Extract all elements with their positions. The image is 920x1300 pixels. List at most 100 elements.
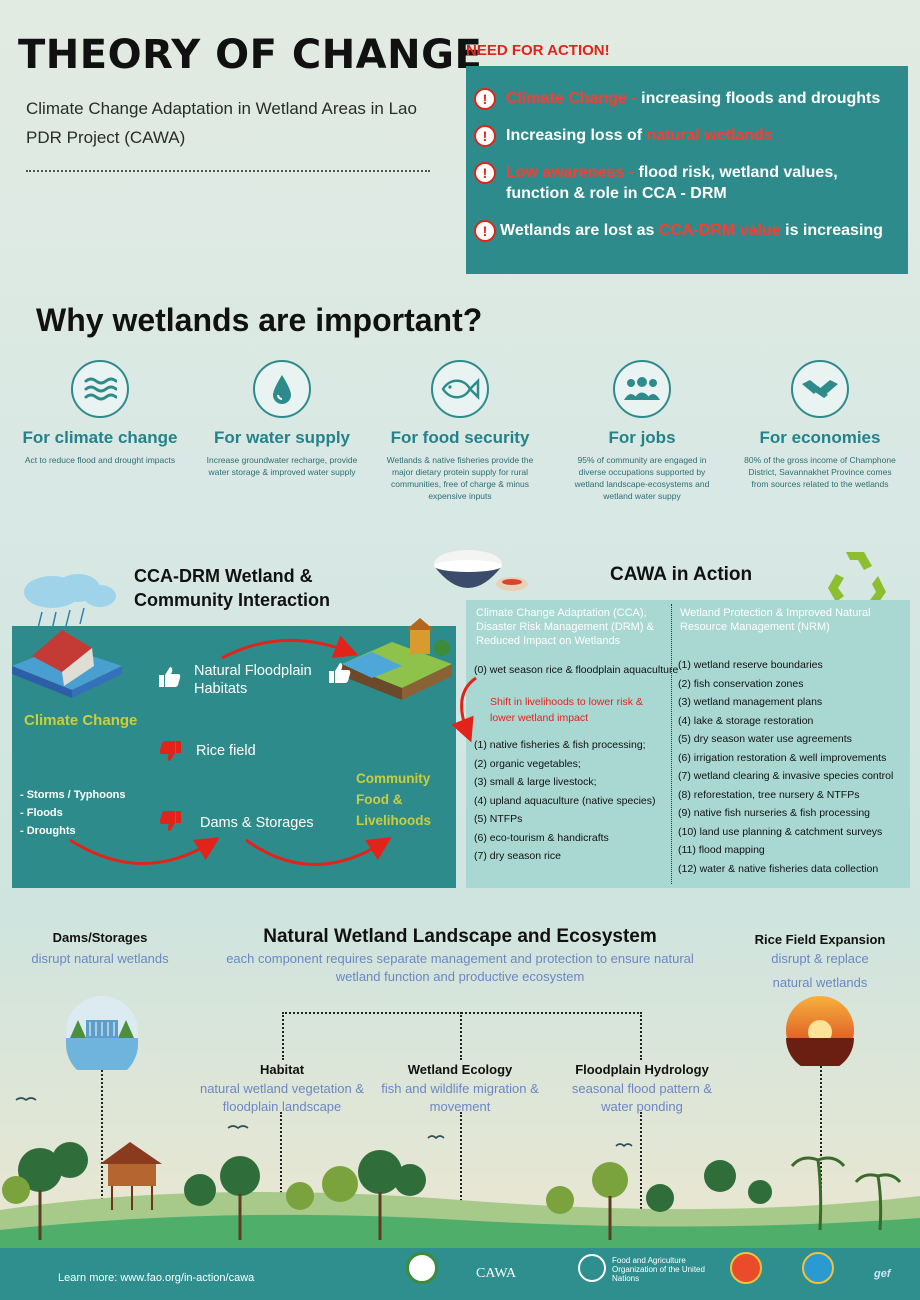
need-item-text: increasing floods and droughts: [641, 90, 881, 107]
recycle-icon: [828, 552, 886, 606]
cca-title: CCA-DRM Wetland & Community Interaction: [134, 566, 331, 610]
hazards-list: - Storms / Typhoons - Floods - Droughts: [20, 786, 126, 840]
thumbs-down-icon: [159, 741, 181, 761]
cawa-left-heading: Climate Change Adaptation (CCA), Disaste…: [476, 607, 654, 647]
cawa-right-item: (4) lake & storage restoration: [678, 714, 814, 727]
why-item-jobs: For jobs 95% of community are engaged in…: [552, 360, 732, 502]
cawa-right-item: (5) dry season water use agreements: [678, 733, 852, 745]
why-heading: For climate change: [22, 428, 178, 447]
why-description: Wetlands & native fisheries provide the …: [386, 455, 534, 501]
cawa-right-item: (7) wetland clearing & invasive species …: [678, 770, 894, 782]
why-heading: For food security: [390, 428, 530, 447]
need-item-text: flood risk, wetland values, function & r…: [506, 164, 838, 202]
dotted-divider: [26, 170, 430, 172]
cawa-right-heading: Wetland Protection & Improved Natural Re…: [680, 607, 871, 633]
page-subtitle: Climate Change Adaptation in Wetland Are…: [26, 99, 417, 147]
hazard-item: - Storms / Typhoons: [20, 789, 126, 801]
lao-emblem-logo: [730, 1252, 762, 1284]
cawa-column-divider: [671, 604, 672, 884]
cawa-right-list: (1) wetland reserve boundaries (2) fish …: [678, 656, 893, 878]
dams-heading: Dams/Storages: [52, 930, 148, 945]
why-item-food: For food security Wetlands & native fish…: [370, 360, 550, 502]
people-icon: [613, 360, 671, 418]
learn-more-link[interactable]: Learn more: www.fao.org/in-action/cawa: [58, 1272, 255, 1284]
hydrology-heading: Floodplain Hydrology: [575, 1062, 709, 1077]
why-item-climate: For climate change Act to reduce flood a…: [10, 360, 190, 466]
thumbs-up-icon: [159, 667, 181, 687]
ecology-heading: Wetland Ecology: [407, 1062, 513, 1077]
cawa-right-item: (3) wetland management plans: [678, 696, 823, 708]
cca-panel: Climate Change - Storms / Typhoons - Flo…: [12, 618, 456, 888]
why-heading: For jobs: [608, 428, 676, 447]
why-description: 80% of the gross income of Champhone Dis…: [744, 455, 896, 489]
cawa-left-item: (3) small & large livestock;: [474, 776, 597, 788]
need-item: ! Climate Change - increasing floods and…: [474, 88, 880, 110]
community-label: Community Food & Livelihoods: [356, 771, 432, 828]
fao-logo: [578, 1254, 606, 1282]
alert-icon: !: [474, 88, 496, 110]
why-heading: For economies: [759, 428, 881, 447]
cawa-title: CAWA in Action: [610, 564, 753, 585]
rice-field-label: Rice field: [196, 743, 256, 759]
need-for-action-box: ! Climate Change - increasing floods and…: [466, 66, 908, 274]
cawa-left-item: (6) eco-tourism & handicrafts: [474, 831, 609, 844]
landscape-title: Natural Wetland Landscape and Ecosystem: [263, 926, 657, 947]
floodplain-illustration: [342, 618, 452, 700]
need-item: ! Increasing loss of natural wetlands: [474, 125, 773, 147]
dams-connector: [101, 1070, 103, 1220]
why-description: Increase groundwater recharge, provide w…: [206, 455, 358, 477]
cawa-left-item: (2) organic vegetables;: [474, 757, 581, 770]
why-title: Why wetlands are important?: [36, 302, 483, 338]
shift-arrow: [452, 676, 477, 743]
landscape-subtitle: each component requires separate managem…: [226, 951, 694, 984]
habitat-subtext: natural wetland vegetation & floodplain …: [199, 1081, 365, 1114]
components-connector: [282, 1012, 642, 1060]
gef-logo: gef: [874, 1268, 891, 1280]
dams-label: Dams & Storages: [200, 815, 314, 831]
handshake-icon: [791, 360, 849, 418]
cawa-left-item-zero: (0) wet season rice & floodplain aquacul…: [474, 664, 679, 676]
cawa-right-item: (9) native fish nurseries & fish process…: [678, 807, 870, 819]
rice-expansion-heading: Rice Field Expansion: [754, 932, 886, 947]
need-item-highlight: Low awareness -: [506, 164, 639, 181]
cawa-right-item: (8) reforestation, tree nursery & NTFPs: [678, 788, 860, 801]
cawa-panel: Climate Change Adaptation (CCA), Disaste…: [452, 600, 910, 888]
need-item-text: Wetlands are lost as: [500, 222, 659, 239]
cawa-right-item: (2) fish conservation zones: [678, 677, 804, 690]
rice-expansion-subtext: natural wetlands: [772, 975, 868, 990]
rice-expansion-subtext: disrupt & replace: [771, 951, 869, 966]
cawa-right-item: (10) land use planning & catchment surve…: [678, 825, 883, 838]
why-heading: For water supply: [213, 428, 351, 447]
flooded-house-illustration: [12, 630, 122, 698]
habitat-heading: Habitat: [259, 1062, 305, 1077]
cawa-left-list: (1) native fisheries & fish processing; …: [474, 736, 656, 866]
cawa-left-item: (5) NTFPs: [474, 813, 523, 825]
need-item-highlight: natural wetlands: [646, 127, 773, 144]
alert-icon: !: [474, 220, 496, 242]
why-item-water: For water supply Increase groundwater re…: [192, 360, 372, 478]
cawa-left-item: (1) native fisheries & fish processing;: [474, 739, 646, 751]
storm-cloud-icon: [24, 574, 116, 631]
dams-subtext: disrupt natural wetlands: [31, 951, 169, 966]
hazard-item: - Droughts: [20, 825, 76, 837]
hydrology-connector: [640, 1112, 642, 1212]
need-item: ! Wetlands are lost as CCA-DRM value is …: [474, 220, 883, 242]
flow-arrows: [69, 635, 392, 866]
hydrology-subtext: seasonal flood pattern & water ponding: [571, 1081, 713, 1114]
components-connector-mid: [460, 1012, 462, 1060]
cawa-right-item: (1) wetland reserve boundaries: [678, 659, 823, 671]
cawa-logo: CAWA: [476, 1266, 517, 1281]
why-item-economies: For economies 80% of the gross income of…: [730, 360, 910, 490]
page-title: THEORY OF CHANGE: [18, 32, 483, 78]
cawa-right-item: (11) flood mapping: [678, 844, 765, 856]
cawa-left-item: (4) upland aquaculture (native species): [474, 794, 656, 807]
ministry-logo: [406, 1252, 438, 1284]
cawa-left-item: (7) dry season rice: [474, 850, 561, 862]
cawa-right-item: (12) water & native fisheries data colle…: [678, 862, 879, 875]
shift-label: Shift in livelihoods to lower risk & low…: [490, 696, 643, 724]
ecology-subtext: fish and wildlife migration & movement: [381, 1081, 539, 1114]
fish-icon: [431, 360, 489, 418]
wetland-landscape-illustration: [0, 1097, 920, 1300]
fao-text: Food and Agriculture Organization of the…: [612, 1256, 705, 1283]
why-description: 95% of community are engaged in diverse …: [574, 455, 710, 501]
